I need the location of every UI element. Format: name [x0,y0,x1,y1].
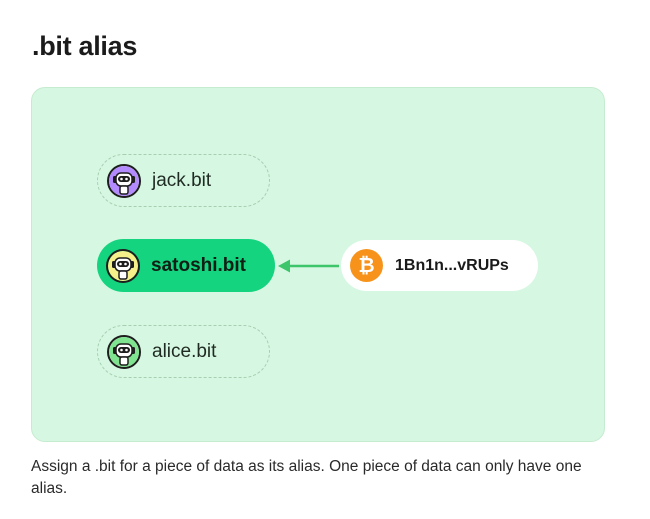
alias-label: satoshi.bit [151,254,247,276]
robot-avatar-icon [106,248,140,283]
arrow-left-icon [278,259,339,273]
bitcoin-address-chip: ₿ 1Bn1n...vRUPs [341,240,538,291]
bitcoin-icon: ₿ [350,249,383,282]
robot-avatar-icon [107,334,141,369]
page-title: .bit alias [32,31,138,61]
robot-avatar-icon [107,163,141,198]
alias-jack: jack.bit [97,154,270,207]
alias-label: alice.bit [152,340,217,362]
alias-satoshi: satoshi.bit [97,239,275,292]
alias-alice: alice.bit [97,325,270,378]
alias-description: Assign a .bit for a piece of data as its… [31,458,582,497]
alias-diagram-panel: jack.bit satoshi.bit [31,87,605,442]
bitcoin-address: 1Bn1n...vRUPs [395,256,509,274]
alias-label: jack.bit [152,169,212,191]
